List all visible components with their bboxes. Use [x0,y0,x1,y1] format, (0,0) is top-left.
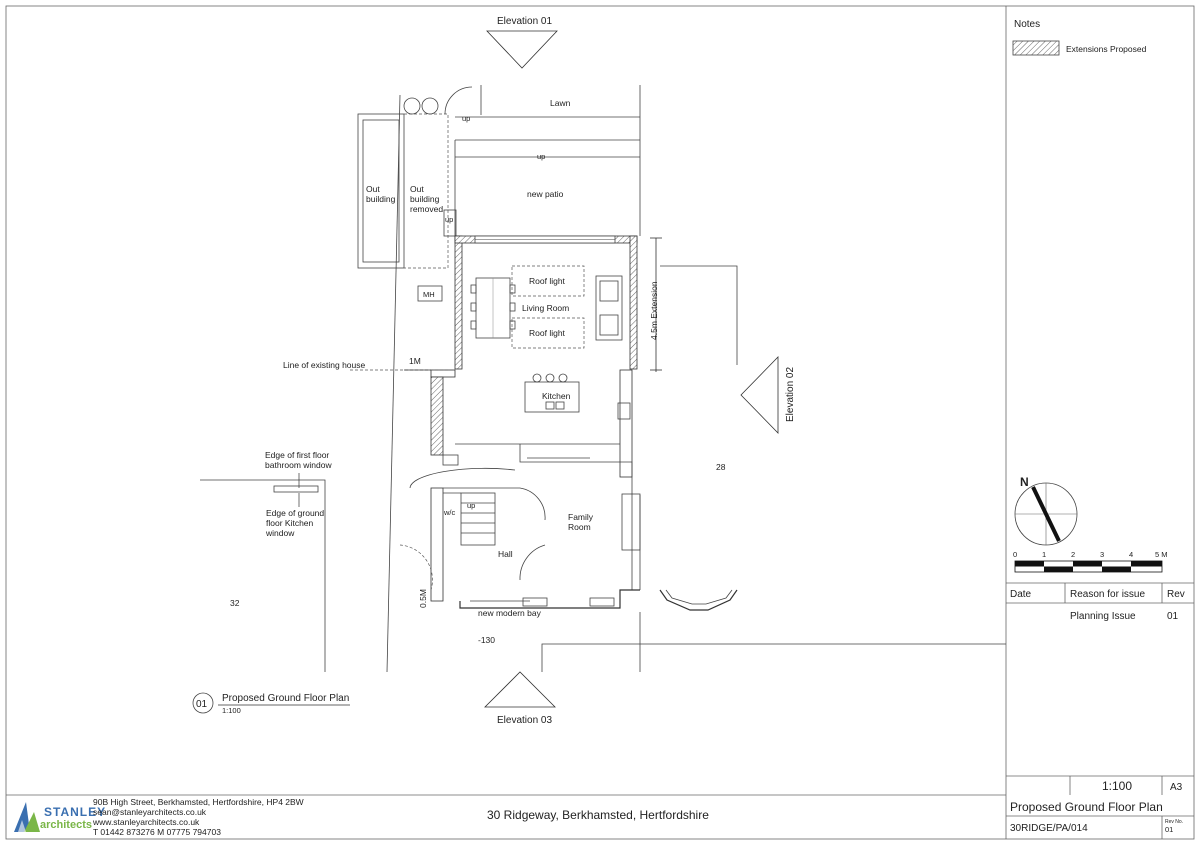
rev-header-reason: Reason for issue [1070,589,1145,600]
rev-no-value: 01 [1165,825,1173,834]
up-label-outbuilding: up [462,114,470,123]
scale-tick-0: 0 [1013,550,1017,559]
staircase [460,492,496,546]
edge-ground-floor-label-3: window [265,528,295,538]
sofa-icon [595,275,623,341]
north-arrow-icon: N [1014,475,1078,546]
up-label-stairs: up [467,501,475,510]
rev-header-date: Date [1010,589,1032,600]
drawing-number: 30RIDGE/PA/014 [1010,823,1088,834]
rev-row-reason: Planning Issue [1070,611,1136,622]
edge-first-floor-label-2: bathroom window [265,460,332,470]
edge-first-floor-label-1: Edge of first floor [265,450,329,460]
bin-icon-2 [421,97,439,115]
existing-wall-left [430,376,444,456]
rev-header-rev: Rev [1167,589,1185,600]
house-number-28: 28 [716,462,726,472]
removed-building-label-1: Out [410,184,424,194]
elevation-01-marker-icon [486,30,558,69]
logo-word-top: STANLEY [44,805,106,819]
legend-label: Extensions Proposed [1066,44,1147,54]
wc-label: w/c [443,508,456,517]
elevation-02-marker-icon [740,356,779,434]
chimney-breast [621,493,641,551]
sheet-border [5,5,1195,840]
family-room-label-2: Room [568,522,591,532]
elevation-03-marker-icon [484,671,556,708]
up-label-side: up [445,215,453,224]
scale-tick-1: 1 [1042,550,1046,559]
extension-dimension-label: 4.5m Extension [649,281,659,340]
roof-light-1 [511,265,585,297]
drawing-title: Proposed Ground Floor Plan [1010,800,1163,814]
plan-number-circle [192,692,214,714]
removed-building-outline [404,113,449,269]
elevation-01-label: Elevation 01 [497,16,552,27]
up-label-patio: up [537,152,545,161]
scale-tick-5: 5 M [1155,550,1168,559]
family-room-label-1: Family [568,512,594,522]
footer-web: www.stanleyarchitects.co.uk [92,817,200,827]
notes-heading: Notes [1014,19,1040,30]
left-boundary [386,94,401,673]
roof-light-2 [511,317,585,349]
plan-scale: 1:100 [222,706,241,715]
scale-tick-4: 4 [1129,550,1133,559]
footer: STANLEY architects 90B High Street, Berk… [14,797,709,837]
dining-table [470,277,516,339]
kitchen-sink [617,402,631,420]
plan-number: 01 [196,699,208,710]
extension-wall-right [629,235,638,370]
one-metre-label: 1M [409,356,421,366]
footer-phone: T 01442 873276 M 07775 794703 [93,827,221,837]
north-label: N [1020,475,1029,489]
removed-building-label-3: removed [410,204,443,214]
new-bay-label: new modern bay [478,608,542,618]
elevation-03-label: Elevation 03 [497,715,552,726]
hall-label: Hall [498,549,513,559]
elevation-02-label: Elevation 02 [785,367,796,422]
extension-wall-left [454,235,463,370]
house-number-130: -130 [478,635,495,645]
floor-plan: Elevation 01 Elevation 02 Elevation 03 L… [192,16,1006,726]
project-address: 30 Ridgeway, Berkhamsted, Hertfordshire [487,808,709,822]
living-room-label: Living Room [522,303,569,313]
bin-icon-1 [403,97,421,115]
neighbour-bay-window [659,589,738,611]
neighbour-32-outline [200,479,326,672]
line-existing-house-label: Line of existing house [283,360,365,370]
stanley-logo-icon [14,802,40,832]
kitchen-island [524,373,580,413]
lawn-label: Lawn [550,98,571,108]
rev-row-rev: 01 [1167,611,1179,622]
scale-tick-3: 3 [1100,550,1104,559]
roof-light-label-2: Roof light [529,328,566,338]
manhole-box [417,285,443,302]
paper-size: A3 [1170,782,1183,793]
title-block: Notes Extensions Proposed N 0 1 2 3 4 5 … [1006,19,1194,839]
out-building [357,113,405,269]
rev-no-label: Rev No. [1165,819,1183,825]
roof-light-label-1: Roof light [529,276,566,286]
drawing-scale: 1:100 [1102,779,1132,793]
scale-tick-2: 2 [1071,550,1075,559]
logo-word-bottom: architects [40,819,92,831]
footer-email: sean@stanleyarchitects.co.uk [93,807,207,817]
scale-bar: 0 1 2 3 4 5 M [1013,550,1168,573]
out-building-label-2: building [366,194,396,204]
manhole-label: MH [423,290,435,299]
removed-building-label-2: building [410,194,440,204]
kitchen-label: Kitchen [542,391,571,401]
edge-ground-floor-label-2: floor Kitchen [266,518,314,528]
neighbour-window [273,485,319,493]
new-patio-label: new patio [527,189,564,199]
edge-ground-floor-label-1: Edge of ground [266,508,324,518]
footer-address: 90B High Street, Berkhamsted, Hertfordsh… [93,797,304,807]
legend-swatch [1012,40,1060,56]
out-building-label-1: Out [366,184,380,194]
house-number-32: 32 [230,598,240,608]
plan-title: Proposed Ground Floor Plan [222,693,349,704]
half-metre-label: 0.5M [418,589,428,608]
